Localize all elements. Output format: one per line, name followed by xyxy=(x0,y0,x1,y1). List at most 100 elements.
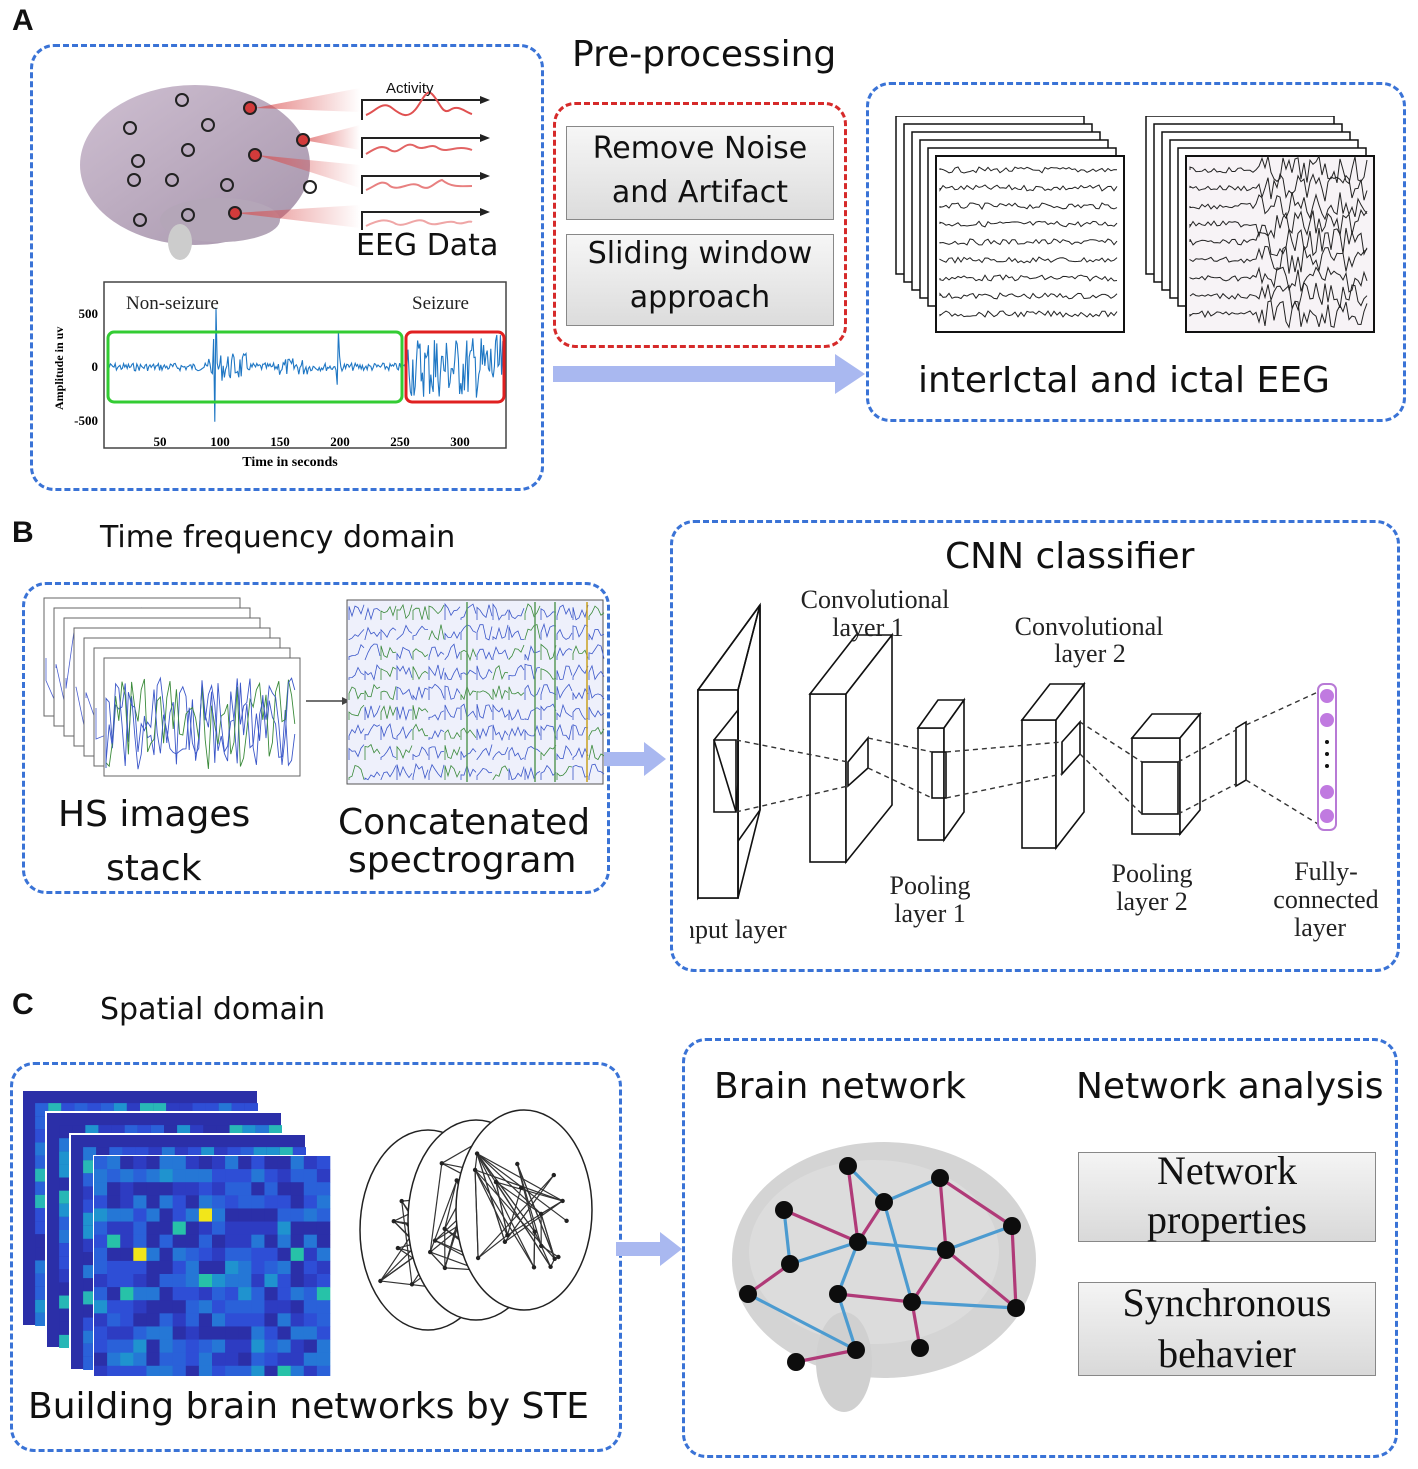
ste-matrix-cell xyxy=(120,1182,134,1196)
eeg-window-stacks xyxy=(895,116,1375,333)
ste-matrix-cell xyxy=(35,1299,49,1313)
spectrogram-cell xyxy=(556,604,573,620)
eeg-window-front xyxy=(1185,155,1375,333)
panel-letter-a: A xyxy=(12,4,34,37)
brain-network-node xyxy=(849,1233,867,1251)
ste-matrix-cell xyxy=(212,1195,226,1209)
x-tick-250: 250 xyxy=(390,434,410,449)
eeg-channel-trace xyxy=(939,292,1118,300)
ste-matrix-cell xyxy=(212,1365,226,1376)
spectrogram-cell xyxy=(412,705,429,720)
spectrogram-cell xyxy=(476,704,493,720)
ste-matrix-cell xyxy=(146,1326,160,1340)
ste-matrix-cell xyxy=(120,1287,134,1301)
brain-network-node xyxy=(931,1169,949,1187)
spectrogram-cell xyxy=(348,666,365,680)
spectrogram-cell xyxy=(364,771,381,781)
network-node xyxy=(548,1264,553,1269)
spectrogram-cell xyxy=(492,603,509,621)
ste-matrix-cell xyxy=(146,1339,160,1353)
pool2-label-line2: layer 2 xyxy=(1116,887,1187,916)
spectrogram-cell xyxy=(508,686,525,700)
ste-matrix-cell xyxy=(94,1247,108,1262)
brain-network-node xyxy=(787,1353,805,1371)
spectrogram-cell xyxy=(572,747,589,760)
ste-matrix-cell xyxy=(83,1173,97,1187)
eeg-amplitude-plot: Non-seizure Seizure 500 0 -500 50 100 15… xyxy=(52,281,507,470)
ste-matrix-cell xyxy=(133,1365,147,1376)
spectrogram-cell xyxy=(348,686,365,700)
spectrogram-cell xyxy=(556,646,573,660)
spectrogram-cell xyxy=(524,663,541,680)
ste-matrix-cell xyxy=(212,1326,226,1340)
input-layer-label: Input layer xyxy=(690,915,787,944)
y-axis-label: Amplitude in uv xyxy=(52,327,66,410)
ste-matrix-cell xyxy=(185,1260,200,1275)
spectrogram-cell xyxy=(412,723,428,740)
remove-noise-step: Remove Noise and Artifact xyxy=(566,126,834,220)
network-node xyxy=(439,1161,444,1166)
ste-matrix-cell xyxy=(107,1287,121,1301)
ste-matrix-cell xyxy=(251,1195,265,1209)
ste-matrix-cell xyxy=(172,1260,187,1275)
brain-network-edge xyxy=(1010,1225,1018,1309)
ste-matrix-cell xyxy=(264,1352,278,1367)
network-node xyxy=(532,1229,537,1234)
cnn-architecture: Convolutional layer 1 Convolutional laye… xyxy=(690,585,1379,944)
ste-matrix-cell xyxy=(59,1190,73,1204)
ste-matrix-cell xyxy=(264,1260,278,1275)
network-edge xyxy=(504,1174,555,1243)
ste-matrix-cell xyxy=(290,1182,305,1196)
brain-network-node xyxy=(903,1293,921,1311)
spectrogram-cell xyxy=(444,745,461,760)
brain-network-edge xyxy=(783,1208,859,1244)
brain-network-graph-stack xyxy=(359,1109,593,1331)
network-analysis-title: Network analysis xyxy=(1076,1066,1384,1107)
ste-matrix-cell xyxy=(251,1352,265,1367)
brain-network-node xyxy=(739,1285,757,1303)
spectrogram-cell xyxy=(348,643,365,660)
ste-matrix-cell xyxy=(59,1256,73,1270)
network-edge xyxy=(474,1169,535,1268)
ste-matrix-cell xyxy=(107,1234,121,1249)
panel-letter-b: B xyxy=(12,516,34,549)
brain-network-edge xyxy=(836,1241,860,1295)
ste-matrix-cell xyxy=(290,1274,305,1288)
ste-matrix-cell xyxy=(83,1238,97,1252)
eeg-channel-trace xyxy=(939,220,1118,228)
spectrogram-cell xyxy=(540,643,557,660)
spectrogram-cell xyxy=(572,604,589,621)
sliding-window-line2: approach xyxy=(629,280,771,315)
spectrogram-cell xyxy=(540,668,557,680)
ste-matrix-cell xyxy=(146,1208,160,1222)
spectrogram-cell xyxy=(588,744,605,761)
ste-matrix-cell xyxy=(120,1260,134,1275)
ste-matrix-cell xyxy=(146,1300,160,1314)
network-edge xyxy=(444,1180,458,1229)
eeg-channel-trace xyxy=(1189,173,1368,202)
ste-matrix-cell xyxy=(35,1260,49,1274)
ste-matrix-cell xyxy=(35,1273,49,1287)
ste-matrix-cell xyxy=(83,1212,97,1226)
ste-matrix-cell xyxy=(290,1156,305,1170)
ste-matrix-cell xyxy=(94,1326,108,1340)
brain-network-edge xyxy=(938,1177,948,1251)
ste-matrix-cell xyxy=(146,1365,160,1376)
network-node xyxy=(391,1219,396,1224)
ste-matrix-cell xyxy=(198,1313,213,1327)
network-node xyxy=(531,1265,537,1270)
ste-matrix-cell xyxy=(59,1282,73,1296)
network-node xyxy=(552,1256,557,1261)
ste-matrix-cell xyxy=(264,1195,278,1209)
network-node xyxy=(428,1249,433,1255)
ste-matrix-cell xyxy=(159,1156,173,1170)
panel-a-input-box xyxy=(30,44,544,491)
ste-matrix-cell xyxy=(94,1221,108,1235)
ste-matrix-cell xyxy=(133,1208,147,1222)
spectrogram-cell xyxy=(396,664,413,680)
spectrogram-cell xyxy=(428,624,445,641)
hs-spectrum-line xyxy=(105,677,296,768)
ste-matrix-cell xyxy=(133,1234,147,1249)
ste-matrix-cell xyxy=(120,1156,134,1170)
ste-matrix-cell xyxy=(133,1300,147,1314)
